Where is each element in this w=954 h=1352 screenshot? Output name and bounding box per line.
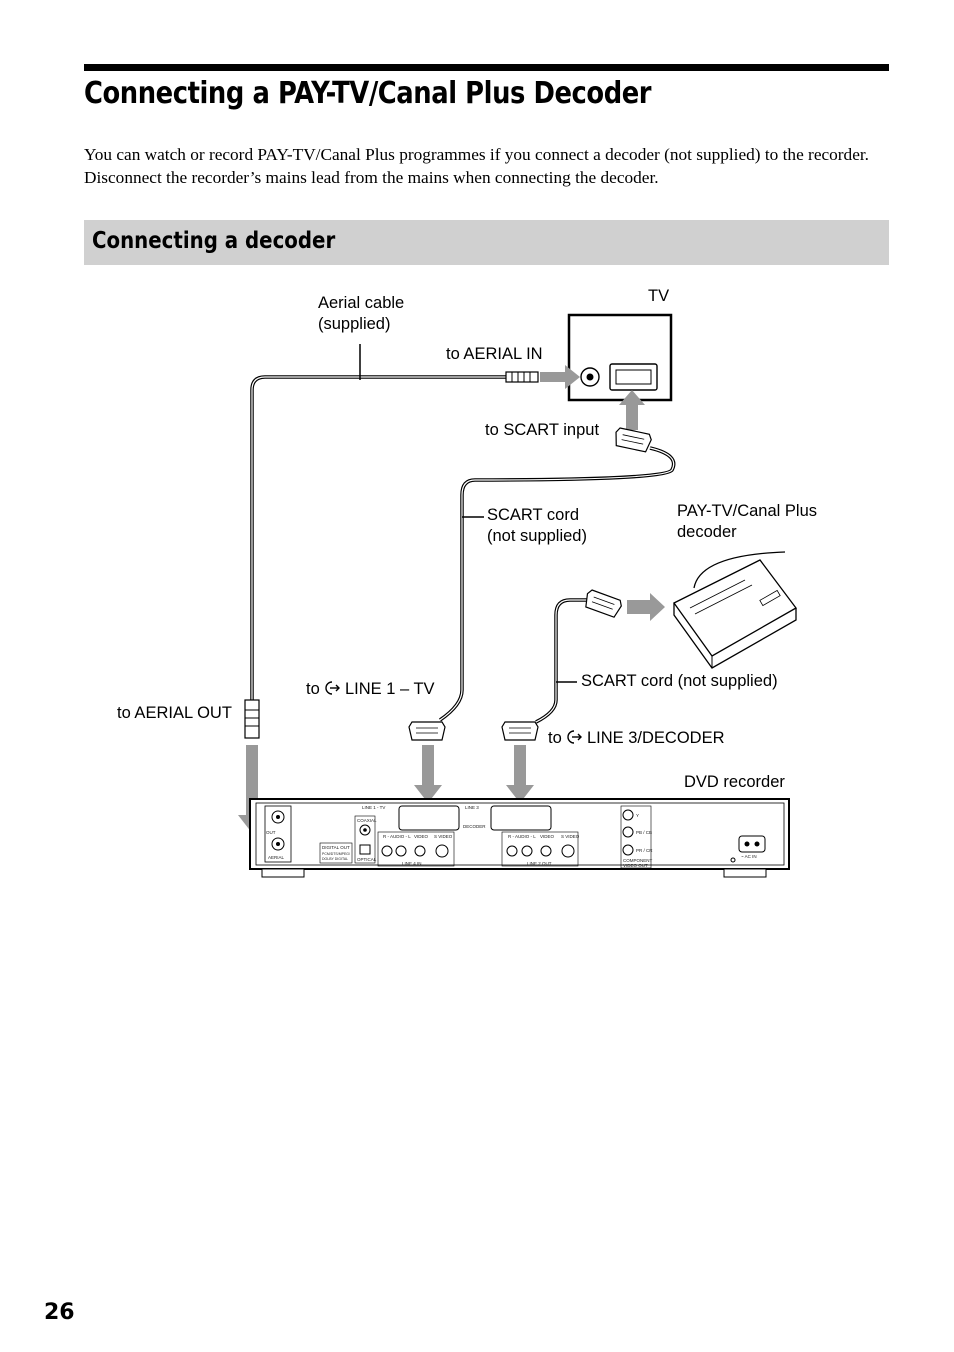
panel-line3: LINE 3 bbox=[465, 805, 479, 810]
to-line3-text: LINE 3/DECODER bbox=[586, 729, 725, 747]
section-title: Connecting a decoder bbox=[92, 228, 336, 254]
top-rule bbox=[84, 64, 889, 71]
decoder-box bbox=[673, 551, 797, 669]
scart-cord-decoder bbox=[501, 588, 624, 741]
page-title: Connecting a PAY-TV/Canal Plus Decoder bbox=[84, 76, 652, 111]
to-line1-label: to LINE 1 – TV bbox=[306, 679, 435, 700]
panel-ac-in: ~ AC IN bbox=[741, 854, 757, 859]
dvd-recorder-panel: OUT AERIAL DIGITAL OUT PCM/DTS/MPEG/ DOL… bbox=[249, 798, 790, 878]
panel-aerial: AERIAL bbox=[268, 855, 285, 860]
panel-r-audio-l-2: R - AUDIO - L bbox=[508, 834, 536, 839]
dvd-recorder-label: DVD recorder bbox=[684, 773, 785, 791]
decoder-label-2: decoder bbox=[677, 523, 737, 541]
to-aerial-out-label: to AERIAL OUT bbox=[117, 704, 232, 722]
tv-label: TV bbox=[648, 287, 670, 305]
to-line1-prefix: to bbox=[306, 680, 320, 698]
arrow-icon bbox=[238, 365, 665, 833]
panel-dolby: DOLBY DIGITAL bbox=[322, 857, 348, 861]
to-line3-prefix: to bbox=[548, 729, 562, 747]
aerial-cable bbox=[244, 344, 539, 739]
panel-line4-in: LINE 4 IN bbox=[402, 861, 422, 866]
panel-digital-out: DIGITAL OUT bbox=[322, 845, 350, 850]
panel-pr-cr: PR / CR bbox=[636, 848, 653, 853]
panel-y: Y bbox=[636, 813, 639, 818]
panel-s-video-2: S VIDEO bbox=[561, 834, 580, 839]
intro-paragraph: You can watch or record PAY-TV/Canal Plu… bbox=[84, 145, 869, 187]
panel-video-2: VIDEO bbox=[540, 834, 555, 839]
tv-unit bbox=[567, 313, 673, 402]
aerial-cable-note: (supplied) bbox=[318, 315, 391, 333]
aerial-cable-label: Aerial cable bbox=[318, 294, 405, 312]
to-line1-text: LINE 1 – TV bbox=[344, 680, 435, 698]
panel-r-audio-l: R - AUDIO - L bbox=[383, 834, 411, 839]
line-input-icon bbox=[325, 681, 341, 695]
decoder-label: PAY-TV/Canal Plus bbox=[677, 502, 818, 520]
scart-cord-label: SCART cord bbox=[487, 506, 580, 524]
panel-s-video: S VIDEO bbox=[434, 834, 453, 839]
page-number: 26 bbox=[44, 1300, 75, 1325]
to-aerial-in-label: to AERIAL IN bbox=[446, 345, 543, 363]
scart-cord-tv bbox=[408, 426, 676, 741]
to-scart-input-label: to SCART input bbox=[485, 421, 600, 439]
panel-pb-cb: PB / CB bbox=[636, 830, 652, 835]
panel-line2-out: LINE 2 OUT bbox=[527, 861, 552, 866]
panel-optical: OPTICAL bbox=[357, 857, 377, 862]
line-input-icon bbox=[567, 730, 583, 744]
aerial-out-plug-icon bbox=[244, 699, 260, 739]
panel-video-out: VIDEO OUT bbox=[623, 863, 648, 868]
section-header: Connecting a decoder bbox=[84, 220, 889, 265]
panel-decoder: DECODER bbox=[463, 824, 486, 829]
panel-video: VIDEO bbox=[414, 834, 429, 839]
scart-cord-2-label: SCART cord (not supplied) bbox=[581, 672, 778, 690]
scart-cord-note: (not supplied) bbox=[487, 527, 587, 545]
panel-coaxial: COAXIAL bbox=[357, 818, 377, 823]
panel-line1-tv: LINE 1 - TV bbox=[362, 805, 385, 810]
panel-out: OUT bbox=[266, 830, 276, 835]
panel-pcm: PCM/DTS/MPEG/ bbox=[322, 852, 350, 856]
panel-component: COMPONENT bbox=[623, 858, 653, 863]
to-line3-label: to LINE 3/DECODER bbox=[548, 728, 725, 749]
aerial-plug-icon bbox=[505, 371, 539, 383]
